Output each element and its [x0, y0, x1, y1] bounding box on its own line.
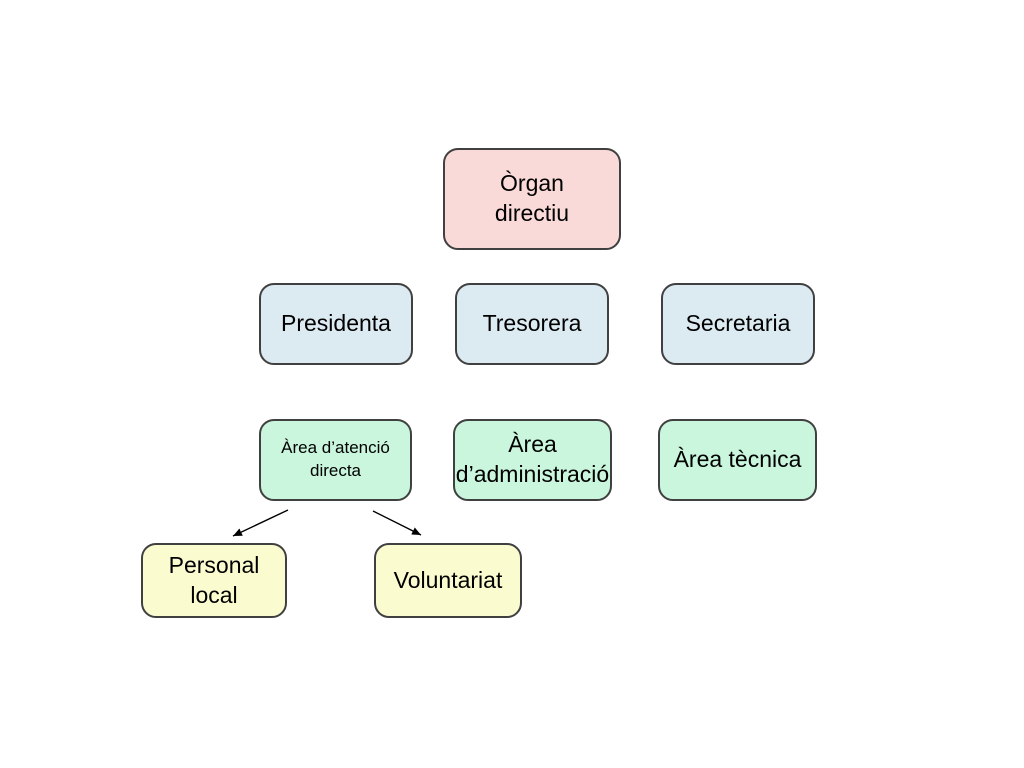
- box-area-atencio-directa: Àrea d’atenció directa: [259, 419, 412, 501]
- box-organ-directiu: Òrgan directiu: [443, 148, 621, 250]
- box-area-administracio: Àrea d’administració: [453, 419, 612, 501]
- box-secretaria: Secretaria: [661, 283, 815, 365]
- box-tresorera: Tresorera: [455, 283, 609, 365]
- box-area-tecnica: Àrea tècnica: [658, 419, 817, 501]
- arrow-atencio-to-personal-local: [232, 509, 289, 537]
- box-personal-local: Personal local: [141, 543, 287, 618]
- box-presidenta: Presidenta: [259, 283, 413, 365]
- arrow-atencio-to-voluntariat: [372, 510, 422, 536]
- box-voluntariat: Voluntariat: [374, 543, 522, 618]
